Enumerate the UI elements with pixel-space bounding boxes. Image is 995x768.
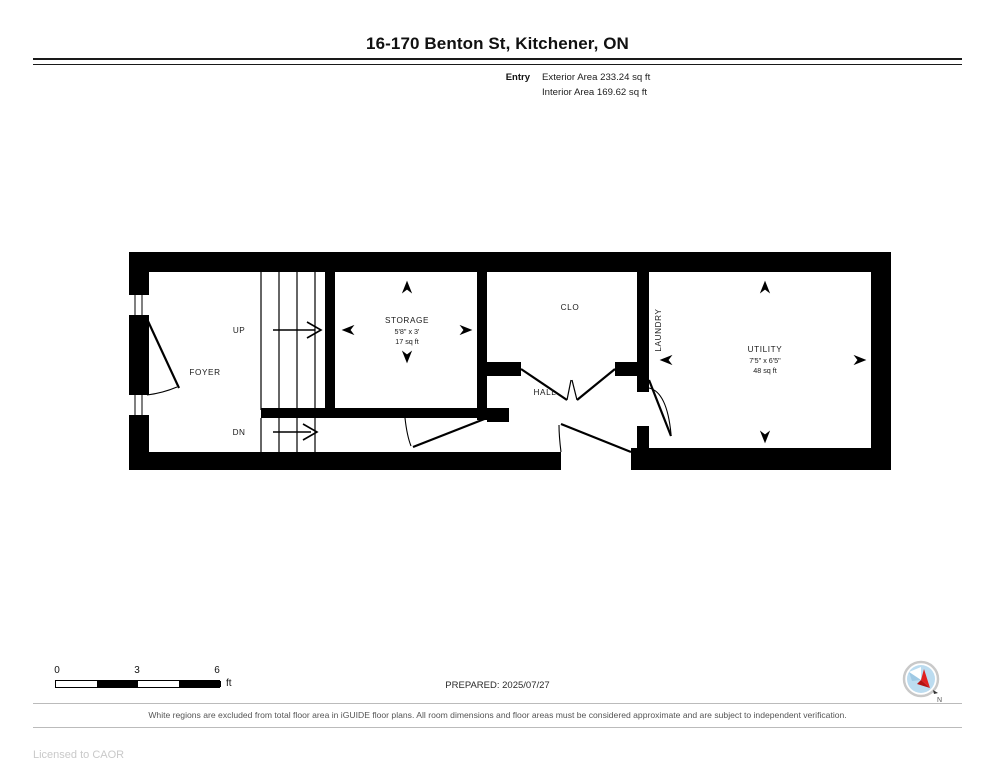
left-wall-openings	[129, 292, 149, 418]
room-area-storage: 17 sq ft	[395, 337, 419, 346]
arrow-right-utility	[853, 354, 867, 366]
footer-divider-bottom	[33, 727, 962, 728]
room-label-laundry: LAUNDRY	[654, 308, 663, 351]
scale-bar-ticks: 0 3 6	[54, 665, 240, 678]
compass-letter-n: N	[937, 697, 942, 704]
footer-divider-top	[33, 703, 962, 704]
license-text: Licensed to CAOR	[33, 749, 125, 761]
hall-entry-door-swing	[558, 422, 632, 454]
room-area-utility: 48 sq ft	[753, 366, 777, 375]
arrow-up-utility	[759, 280, 771, 294]
exterior-area-text: Exterior Area 233.24 sq ft	[542, 72, 651, 83]
header-divider	[33, 58, 962, 65]
entry-door-swing	[146, 318, 180, 396]
room-label-hall: HALL	[534, 388, 557, 397]
scale-bar-track	[55, 680, 221, 688]
storage-dim-arrows	[341, 280, 473, 364]
room-dim-utility: 7'5" x 6'5"	[749, 356, 781, 365]
disclaimer-text: White regions are excluded from total fl…	[148, 710, 847, 720]
arrow-down-storage	[401, 350, 413, 364]
compass-rose: N	[899, 657, 947, 705]
stair-label-up: UP	[233, 326, 245, 335]
stair-dn	[260, 418, 319, 452]
scale-tick-0: 0	[54, 665, 60, 676]
area-lines: Exterior Area 233.24 sq ft Interior Area…	[542, 71, 650, 100]
floor-plan: UP DN FOYER STORAGE 5'8" x 3' 17 sq ft C…	[115, 240, 905, 490]
compass-needle-south	[909, 667, 921, 680]
utility-door-swing	[647, 379, 673, 437]
scale-bar-unit: ft	[226, 678, 232, 689]
arrow-down-utility	[759, 430, 771, 444]
room-label-storage: STORAGE	[385, 316, 429, 325]
prepared-date: PREPARED: 2025/07/27	[445, 680, 550, 691]
utility-dim-arrows	[659, 280, 867, 444]
storage-door-swing	[404, 416, 488, 449]
compass-needle-southwest	[909, 672, 921, 681]
interior-walls	[261, 272, 649, 452]
stair-up	[260, 272, 323, 410]
room-label-foyer: FOYER	[189, 368, 220, 377]
interior-area-text: Interior Area 169.62 sq ft	[542, 86, 648, 98]
room-label-utility: UTILITY	[748, 345, 783, 354]
room-label-clo: CLO	[561, 303, 580, 312]
compass-north-marker	[933, 690, 938, 694]
stair-label-dn: DN	[233, 428, 246, 437]
level-label: Entry	[505, 72, 530, 83]
compass-needle-north	[921, 669, 930, 688]
arrow-up-storage	[401, 280, 413, 294]
arrow-left-storage	[341, 324, 355, 336]
scale-tick-2: 6	[214, 665, 220, 676]
scale-bar: 0 3 6 ft	[54, 665, 240, 695]
page-title: 16-170 Benton St, Kitchener, ON	[366, 34, 629, 53]
arrow-left-utility	[659, 354, 673, 366]
compass-needle-north-shadow	[917, 680, 930, 688]
arrow-right-storage	[459, 324, 473, 336]
scale-tick-1: 3	[134, 665, 140, 676]
clo-bifold-doors	[520, 368, 616, 401]
room-dim-storage: 5'8" x 3'	[395, 327, 421, 336]
